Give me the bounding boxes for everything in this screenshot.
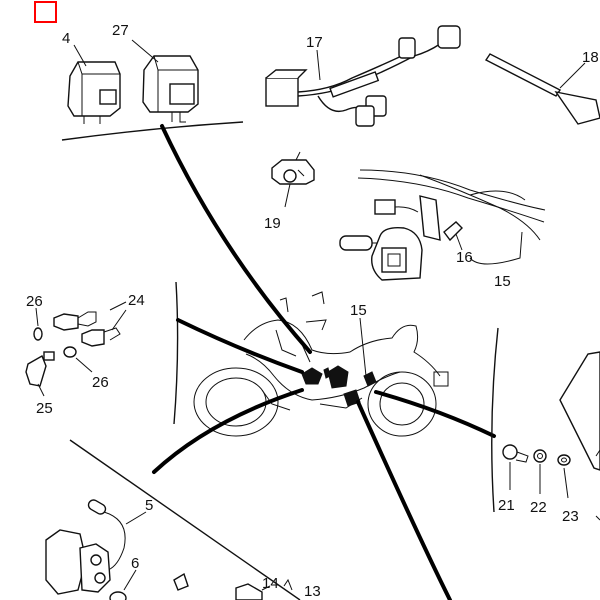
leader-5 (125, 511, 147, 525)
callout-17: 17 (306, 34, 323, 51)
sensor-24[interactable] (53, 311, 121, 347)
callout-18: 18 (582, 49, 599, 66)
callout-24: 24 (128, 292, 145, 309)
callout-13: 13 (304, 583, 321, 600)
leader-line-lower-left (152, 388, 304, 474)
leader-17 (316, 49, 321, 81)
callout-25: 25 (36, 400, 53, 417)
leader-line-bottom (356, 400, 452, 600)
relay-group: 4 27 (61, 22, 244, 141)
leader-15-lower (359, 317, 367, 377)
leader-25 (37, 383, 45, 397)
leader-23 (563, 467, 569, 499)
callout-27: 27 (112, 22, 129, 39)
module-box[interactable] (559, 351, 600, 471)
callout-14: 14 (262, 575, 279, 592)
cable-tie-18[interactable] (484, 53, 600, 125)
washer-26-lower[interactable] (63, 346, 77, 358)
washer-22[interactable] (533, 449, 547, 463)
leader-19 (284, 183, 291, 208)
leader-18 (559, 62, 586, 89)
callout-15-lower: 15 (350, 302, 367, 319)
callout-26-upper: 26 (26, 293, 43, 310)
lower-left-bracket (69, 439, 301, 600)
leader-line-left (176, 318, 304, 374)
screw-21[interactable] (502, 444, 529, 463)
callout-19: 19 (264, 215, 281, 232)
harness-section-15[interactable] (339, 169, 546, 281)
marker-relay[interactable] (301, 367, 323, 385)
washer-26-upper[interactable] (33, 327, 43, 341)
marker-harness[interactable] (327, 365, 349, 389)
selection-marker[interactable] (34, 1, 57, 23)
leader-26-lower (75, 357, 93, 373)
relay-5[interactable] (45, 498, 126, 595)
leader-line-right (374, 390, 496, 438)
bracket-15-upper (469, 231, 523, 265)
callout-4: 4 (62, 30, 70, 47)
leader-26-upper (35, 307, 39, 327)
connector-16[interactable] (443, 221, 463, 242)
leader-6 (123, 569, 137, 591)
fuse-14[interactable] (173, 572, 263, 600)
leader-24 (109, 301, 127, 331)
right-edge-marks (595, 449, 600, 521)
callout-21: 21 (498, 497, 515, 514)
motorcycle-outline (193, 291, 449, 437)
group-bracket-top (61, 121, 244, 141)
wire-harness-17[interactable] (265, 25, 461, 127)
right-bracket (491, 327, 499, 513)
leader-27 (131, 39, 159, 63)
leader-14 (261, 578, 293, 591)
washer-23[interactable] (557, 454, 571, 466)
leader-16 (455, 233, 463, 251)
callout-26-lower: 26 (92, 374, 109, 391)
callout-6: 6 (131, 555, 139, 572)
terminal-6[interactable] (109, 591, 127, 600)
clip-19[interactable] (271, 151, 315, 185)
callout-23: 23 (562, 508, 579, 525)
leader-4 (73, 44, 87, 67)
relay-27[interactable] (142, 55, 199, 123)
leader-line-relays (160, 124, 312, 354)
left-bracket (173, 281, 179, 425)
marker-connector[interactable] (363, 371, 377, 387)
bracket-25[interactable] (25, 351, 55, 387)
relay-4[interactable] (67, 61, 121, 124)
callout-15-upper: 15 (494, 273, 511, 290)
callout-5: 5 (145, 497, 153, 514)
callout-16: 16 (456, 249, 473, 266)
callout-22: 22 (530, 499, 547, 516)
